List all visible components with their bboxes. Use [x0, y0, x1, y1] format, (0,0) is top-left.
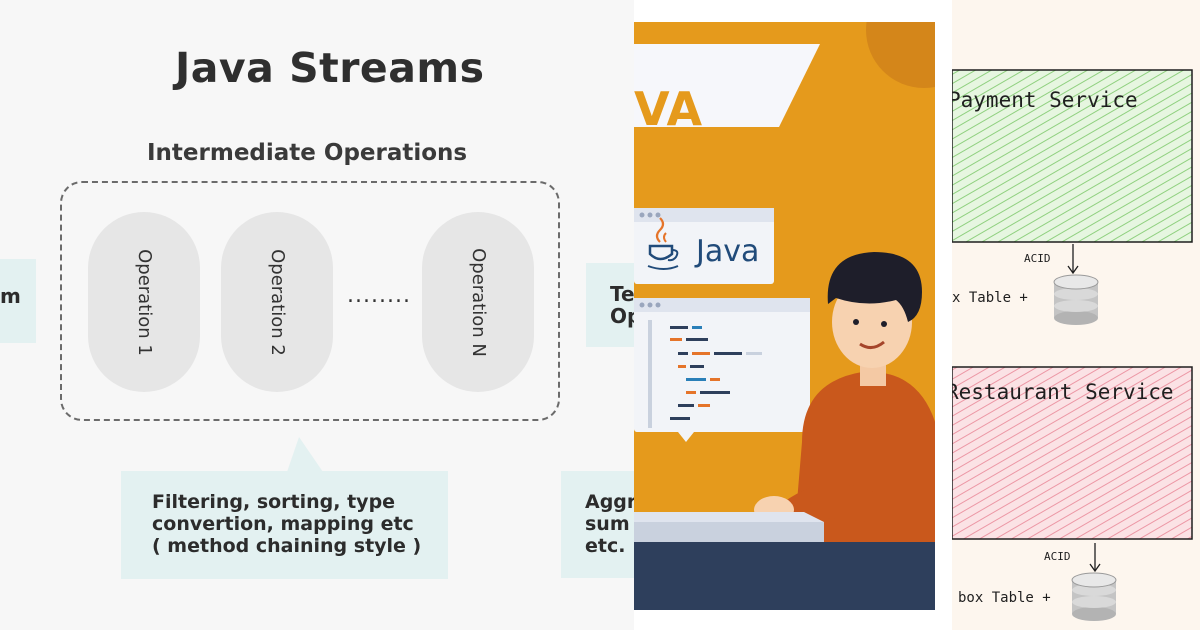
- services-diagram: Payment Service ACID x Table + Restauran…: [952, 0, 1200, 630]
- middle-bottom-margin: [634, 610, 935, 630]
- diagram-title: Java Streams: [175, 44, 485, 92]
- intermediate-callout: Filtering, sorting, type convertion, map…: [121, 471, 448, 579]
- java-window: [634, 208, 774, 284]
- restaurant-database-icon: [1071, 572, 1117, 621]
- restaurant-acid-label: ACID: [1044, 550, 1071, 563]
- laptop-keyboard: [634, 512, 824, 522]
- banner-shape: [634, 44, 820, 127]
- payment-database-icon: [1053, 274, 1099, 325]
- services-graphic: [952, 69, 1193, 621]
- payment-acid-label: ACID: [1024, 252, 1051, 265]
- code-editor-window: [634, 298, 810, 432]
- payment-service-title: Payment Service: [952, 88, 1138, 112]
- callout-line-3: ( method chaining style ): [152, 535, 422, 557]
- terminal-callout-line-1: Aggr: [585, 491, 634, 513]
- source-box-partial-text: m: [0, 284, 21, 308]
- payment-service-box: [952, 69, 1193, 243]
- operation-n-label: Operation N: [467, 247, 489, 357]
- restaurant-service-box: [952, 366, 1193, 540]
- operation-2-label: Operation 2: [266, 248, 288, 356]
- terminal-callout-line-2: sum: [585, 513, 630, 535]
- operation-1-label: Operation 1: [133, 248, 155, 356]
- banner-partial-title: VA: [634, 82, 703, 136]
- java-window-titlebar: [634, 208, 774, 222]
- decorative-circle: [866, 22, 935, 88]
- operations-group-box: [60, 181, 560, 421]
- code-editor-titlebar: [634, 298, 810, 312]
- code-lines: [670, 326, 762, 420]
- payment-table-label: x Table +: [952, 290, 1028, 306]
- operation-n-node: Operation N: [422, 212, 534, 392]
- terminal-box-line-1: Te: [610, 282, 634, 306]
- java-streams-diagram: Java Streams Intermediate Operations Ope…: [0, 44, 634, 579]
- java-logo-text: Java: [696, 234, 760, 269]
- restaurant-service-title: Restaurant Service: [952, 380, 1174, 404]
- desk: [634, 542, 935, 610]
- callout-line-2: convertion, mapping etc: [152, 513, 414, 535]
- restaurant-table-label: box Table +: [958, 590, 1051, 606]
- source-box: m: [0, 259, 36, 343]
- java-cup-icon: [647, 217, 679, 270]
- terminal-callout: Aggr sum etc.: [561, 471, 634, 578]
- callout-pointer: [287, 437, 323, 472]
- illustration-graphic: [634, 22, 935, 610]
- callout-line-1: Filtering, sorting, type: [152, 491, 396, 513]
- terminal-box-line-2: Op: [610, 304, 634, 328]
- operations-ellipsis: ........: [347, 283, 411, 308]
- operation-1-node: Operation 1: [88, 212, 200, 392]
- terminal-callout-line-3: etc.: [585, 535, 626, 557]
- intermediate-operations-heading: Intermediate Operations: [147, 140, 468, 166]
- operation-2-node: Operation 2: [221, 212, 333, 392]
- middle-top-margin: [634, 0, 935, 22]
- terminal-operation-box: Te Op: [586, 263, 634, 347]
- java-developer-illustration: VA Java: [634, 22, 935, 610]
